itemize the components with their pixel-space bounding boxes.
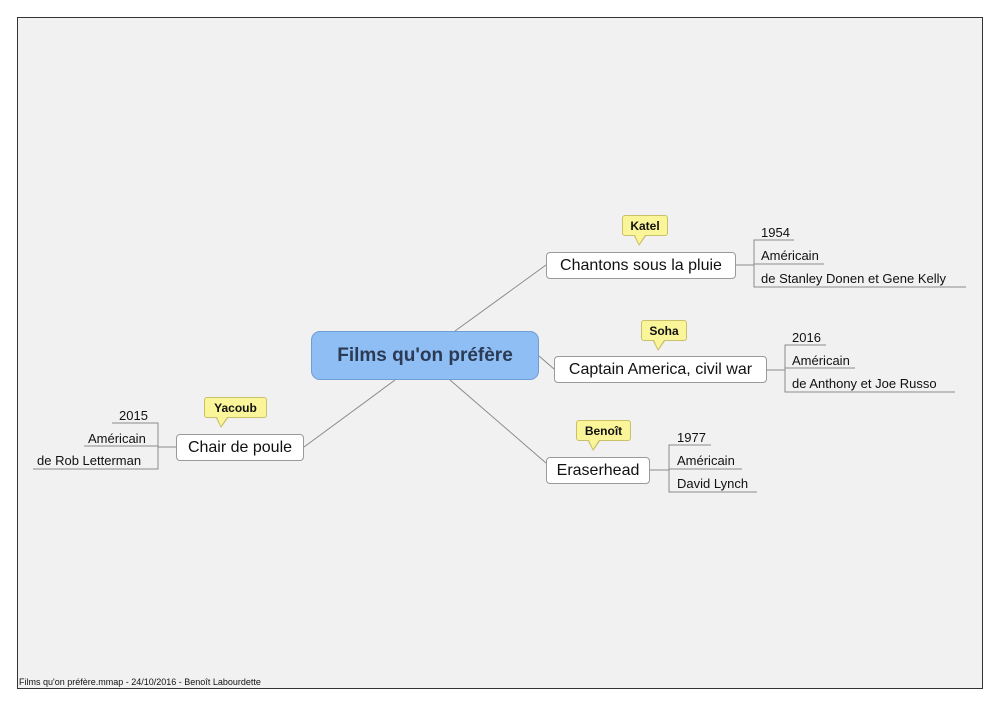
detail-chantons-origin: Américain bbox=[761, 248, 819, 263]
central-topic[interactable]: Films qu'on préfère bbox=[311, 331, 539, 380]
callout-soha: Soha bbox=[641, 320, 687, 351]
detail-eraserhead-year: 1977 bbox=[677, 430, 706, 445]
callout-yacoub: Yacoub bbox=[204, 397, 267, 428]
topic-eraserhead[interactable]: Eraserhead bbox=[546, 457, 650, 484]
detail-chair-year: 2015 bbox=[119, 408, 148, 423]
detail-eraserhead-director: David Lynch bbox=[677, 476, 749, 491]
topic-chantons-sous-la-pluie[interactable]: Chantons sous la pluie bbox=[546, 252, 736, 279]
detail-captain-origin: Américain bbox=[792, 353, 850, 368]
detail-chair-director: de Rob Letterman bbox=[37, 453, 142, 468]
detail-eraserhead-origin: Américain bbox=[677, 453, 735, 468]
topic-captain-america[interactable]: Captain America, civil war bbox=[554, 356, 767, 383]
footer-caption: Films qu'on préfère.mmap - 24/10/2016 - … bbox=[19, 677, 261, 687]
topic-chair-de-poule[interactable]: Chair de poule bbox=[176, 434, 304, 461]
callout-benoit: Benoît bbox=[576, 420, 631, 451]
detail-captain-director: de Anthony et Joe Russo bbox=[792, 376, 937, 391]
detail-chantons-year: 1954 bbox=[761, 225, 790, 240]
detail-chair-origin: Américain bbox=[88, 431, 146, 446]
callout-katel: Katel bbox=[622, 215, 668, 246]
detail-chantons-director: de Stanley Donen et Gene Kelly bbox=[761, 271, 947, 286]
detail-captain-year: 2016 bbox=[792, 330, 821, 345]
